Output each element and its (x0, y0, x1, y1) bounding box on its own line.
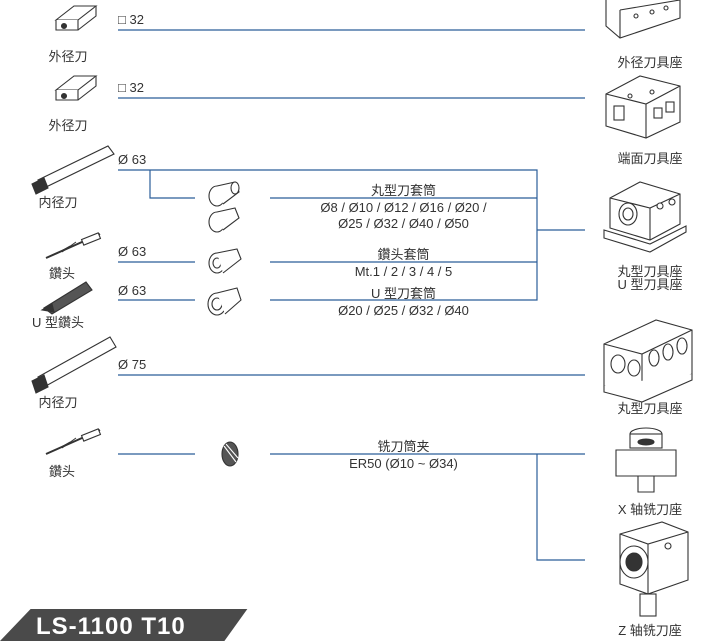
collet-icon (221, 441, 239, 467)
tool-label: 鑽头 (48, 464, 75, 479)
multi-round-holder-icon (603, 319, 693, 403)
z-axis-mill-holder-icon (619, 521, 689, 617)
sleeve-title: 铣刀筒夹 (377, 439, 430, 454)
round-sleeve-icon (208, 207, 240, 233)
sleeve-sizes: ER50 (Ø10 ~ Ø34) (349, 456, 458, 471)
drill-sleeve-icon (208, 248, 242, 274)
drill-icon (45, 232, 102, 259)
boring-bar-icon (31, 145, 115, 195)
sleeve-title: U 型刀套筒 (370, 286, 436, 301)
tool-label: 外径刀 (48, 49, 88, 64)
round-sleeve-icon (208, 181, 240, 207)
x-axis-mill-holder-icon (615, 427, 677, 493)
external-tool-icon (54, 5, 98, 31)
sleeve-sizes: Ø25 / Ø32 / Ø40 / Ø50 (338, 216, 469, 231)
tool-spec: Ø 75 (118, 357, 147, 372)
model-banner (0, 609, 248, 641)
sleeve-sizes: Ø8 / Ø10 / Ø12 / Ø16 / Ø20 / (320, 200, 487, 215)
line-z-mill (536, 454, 585, 561)
holder-label: 丸型刀具座 (617, 264, 683, 279)
tool-spec: Ø 63 (118, 152, 147, 167)
u-sleeve-icon (207, 287, 242, 316)
u-drill-icon (40, 281, 93, 315)
tool-label: 内径刀 (38, 195, 78, 210)
tool-spec: Ø 63 (118, 283, 147, 298)
holder-label: X 轴铣刀座 (617, 502, 683, 517)
holder-label: 外径刀具座 (617, 55, 683, 70)
drill-icon (45, 428, 102, 455)
boring-bar-icon (31, 336, 117, 394)
tool-spec: □ 32 (118, 80, 144, 95)
face-holder-icon (605, 75, 681, 139)
external-tool-icon (54, 75, 98, 101)
sleeve-sizes: Mt.1 / 2 / 3 / 4 / 5 (354, 264, 453, 279)
sleeve-sizes: Ø20 / Ø25 / Ø32 / Ø40 (338, 303, 469, 318)
tool-spec: Ø 63 (118, 244, 147, 259)
holder-label: U 型刀具座 (617, 277, 683, 292)
line-tool3-branch (149, 170, 195, 199)
tool-label: 外径刀 (48, 118, 88, 133)
line-tool3 (118, 169, 538, 230)
tool-label: U 型鑽头 (31, 315, 84, 330)
round-holder-icon (603, 181, 687, 253)
tool-spec: □ 32 (118, 12, 144, 27)
holder-label: 端面刀具座 (617, 151, 683, 166)
line-tool5-b (270, 230, 538, 301)
sleeve-title: 丸型刀套筒 (370, 183, 436, 198)
holder-label: 丸型刀具座 (617, 401, 683, 416)
tool-label: 鑽头 (48, 266, 75, 281)
sleeve-title: 鑽头套筒 (377, 247, 430, 262)
model-name: LS-1100 T10 (36, 613, 186, 640)
tool-label: 内径刀 (38, 395, 78, 410)
holder-label: Z 轴铣刀座 (618, 623, 682, 638)
external-holder-icon (605, 0, 681, 39)
